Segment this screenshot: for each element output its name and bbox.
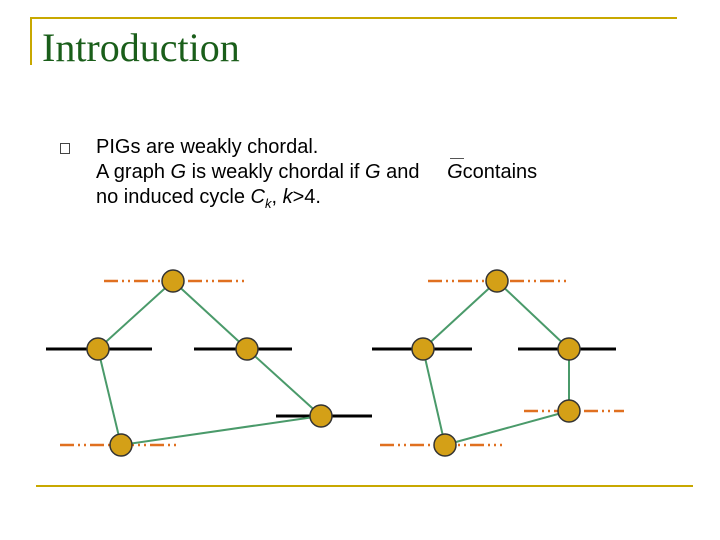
right-nodes xyxy=(411,269,581,457)
bullet-square-icon xyxy=(60,143,70,154)
left-nodes xyxy=(86,269,333,457)
text-fragment: no induced cycle xyxy=(96,186,251,208)
graph-edge xyxy=(422,280,498,350)
graph-edge xyxy=(172,280,248,350)
text-fragment: A graph xyxy=(96,161,171,183)
graph-node xyxy=(161,269,185,293)
graph-node xyxy=(109,433,133,457)
text-fragment: , xyxy=(271,186,283,208)
complement-bar xyxy=(450,158,465,159)
math-c: C xyxy=(250,186,265,208)
text-fragment: is weakly chordal if xyxy=(186,161,366,183)
graph-node xyxy=(557,337,581,361)
graph-edge xyxy=(97,280,174,350)
frame-left-rule xyxy=(30,17,32,65)
graph-node xyxy=(411,337,435,361)
graph-edge xyxy=(120,415,322,446)
math-k: k xyxy=(282,186,293,208)
math-g: G xyxy=(365,161,381,183)
left-dashed-segments xyxy=(60,279,244,447)
bullet-line-2: A graph G is weakly chordal if G and Gco… xyxy=(96,158,696,185)
left-edges xyxy=(97,280,322,446)
right-dashed-segments xyxy=(380,279,624,447)
text-fragment: >4. xyxy=(292,186,321,208)
graph-edge xyxy=(444,410,570,446)
bullet-text: PIGs are weakly chordal. A graph G is we… xyxy=(96,135,696,216)
slide-title: Introduction xyxy=(42,25,240,70)
graph-edge xyxy=(246,348,322,417)
frame-top-rule xyxy=(30,17,677,19)
frame-bottom-rule xyxy=(36,485,693,487)
graph-edge xyxy=(422,348,446,446)
graph-edge xyxy=(97,348,122,446)
graph-node xyxy=(557,399,581,423)
bullet-line-1: PIGs are weakly chordal. xyxy=(96,136,319,158)
math-subscript-k: k xyxy=(265,196,272,211)
math-g-complement: G xyxy=(447,158,465,185)
graph-node xyxy=(309,404,333,428)
graph-node xyxy=(433,433,457,457)
graph-edge xyxy=(496,280,570,350)
text-fragment: contains xyxy=(462,161,538,183)
graph-node xyxy=(485,269,509,293)
graph-node xyxy=(235,337,259,361)
right-edges xyxy=(422,280,570,446)
text-fragment: and xyxy=(380,161,426,183)
bullet-line-3: no induced cycle Ck, k>4. xyxy=(96,185,696,216)
graph-node xyxy=(86,337,110,361)
math-g: G xyxy=(170,161,187,183)
math-g-bar-letter: G xyxy=(447,161,463,183)
